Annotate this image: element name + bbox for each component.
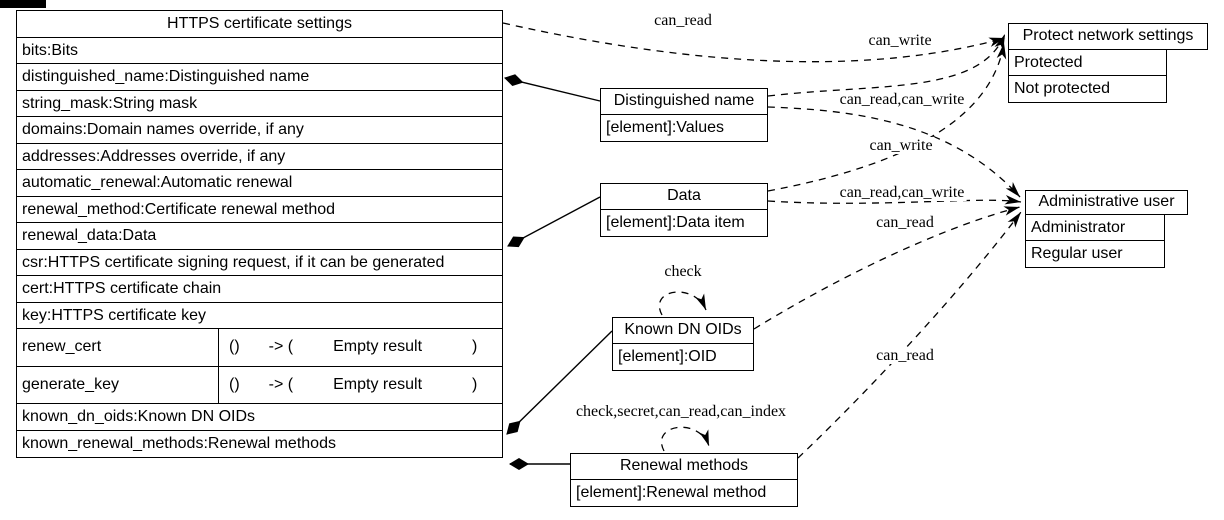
node-renewal-methods: Renewal methods [element]:Renewal method xyxy=(570,453,798,507)
method-signature: () -> ( Empty result) xyxy=(219,367,502,404)
node-title: Protect network settings xyxy=(1008,23,1208,50)
method-close-paren: ) xyxy=(472,338,478,355)
node-data: Data [element]:Data item xyxy=(600,183,768,237)
attribute-row-csr: csr:HTTPS certificate signing request, i… xyxy=(16,248,503,277)
node-administrative-user: Administrative user Administrator Regula… xyxy=(1025,190,1188,268)
node-row: [element]:OID xyxy=(612,342,754,371)
method-result: Empty result xyxy=(333,338,423,355)
edge-label-can-read-can-write-data: can_read,can_write xyxy=(837,184,967,201)
method-row-generate-key: generate_key () -> ( Empty result) xyxy=(16,365,503,405)
edge-label-can-read-settings: can_read xyxy=(652,12,714,29)
method-params: () xyxy=(229,375,240,393)
node-title: Renewal methods xyxy=(570,453,798,480)
attribute-row-renewal-method: renewal_method:Certificate renewal metho… xyxy=(16,195,503,224)
node-row-administrator: Administrator xyxy=(1025,213,1165,242)
method-params: () xyxy=(229,338,240,355)
node-row-regular-user: Regular user xyxy=(1025,240,1165,268)
edge-label-can-read-renewal-methods: can_read xyxy=(874,347,936,364)
method-signature: () -> ( Empty result) xyxy=(219,329,502,366)
edge-label-can-read-can-write-dn: can_read,can_write xyxy=(837,91,967,108)
edge-renewal-methods-to-admin xyxy=(797,211,1022,459)
method-arrow: -> ( xyxy=(268,375,294,393)
node-row: [element]:Renewal method xyxy=(570,478,798,507)
node-known-dn-oids: Known DN OIDs [element]:OID xyxy=(612,317,754,371)
node-title: Data xyxy=(600,183,768,210)
method-close-paren: ) xyxy=(472,375,478,393)
method-name: generate_key xyxy=(17,366,219,404)
node-title: Known DN OIDs xyxy=(612,317,754,344)
method-result: Empty result xyxy=(333,375,423,393)
edge-label-check-secret-can-read-can-index: check,secret,can_read,can_index xyxy=(573,403,789,420)
method-arrow: -> ( xyxy=(268,338,294,355)
node-row-protected: Protected xyxy=(1008,48,1167,77)
link-renewal-data xyxy=(507,196,601,248)
attribute-row-domains: domains:Domain names override, if any xyxy=(16,116,503,144)
class-box-https-certificate-settings: HTTPS certificate settings bits:Bits dis… xyxy=(16,10,503,458)
attribute-row-cert: cert:HTTPS certificate chain xyxy=(16,275,503,303)
top-left-black-bar xyxy=(0,0,46,8)
attribute-row-string-mask: string_mask:String mask xyxy=(16,89,503,118)
edge-known-dn-oids-self-loop xyxy=(658,291,707,316)
edge-label-can-write-dn: can_write xyxy=(866,32,934,49)
edge-label-check: check xyxy=(662,263,704,280)
node-title: Administrative user xyxy=(1025,190,1188,215)
method-row-renew-cert: renew_cert () -> ( Empty result) xyxy=(16,328,503,367)
node-row: [element]:Values xyxy=(600,113,768,142)
edge-renewal-methods-self-loop xyxy=(661,426,710,452)
node-protect-network-settings: Protect network settings Protected Not p… xyxy=(1008,23,1208,103)
attribute-row-known-dn-oids: known_dn_oids:Known DN OIDs xyxy=(16,403,503,431)
attribute-row-automatic-renewal: automatic_renewal:Automatic renewal xyxy=(16,169,503,197)
node-row-not-protected: Not protected xyxy=(1008,75,1167,103)
attribute-row-addresses: addresses:Addresses override, if any xyxy=(16,142,503,171)
link-distinguished-name xyxy=(504,74,601,102)
node-row: [element]:Data item xyxy=(600,208,768,237)
class-title: HTTPS certificate settings xyxy=(16,10,503,38)
node-title: Distinguished name xyxy=(600,88,768,115)
node-distinguished-name: Distinguished name [element]:Values xyxy=(600,88,768,142)
attribute-row-key: key:HTTPS certificate key xyxy=(16,301,503,330)
attribute-row-known-renewal-methods: known_renewal_methods:Renewal methods xyxy=(16,429,503,458)
attribute-row-bits: bits:Bits xyxy=(16,36,503,65)
method-name: renew_cert xyxy=(17,329,219,366)
attribute-row-renewal-data: renewal_data:Data xyxy=(16,222,503,250)
attribute-row-distinguished-name: distinguished_name:Distinguished name xyxy=(16,63,503,91)
edge-label-can-read-known-dn-oids: can_read xyxy=(874,214,936,231)
edge-label-can-write-data: can_write xyxy=(867,137,935,154)
edge-data-to-protect xyxy=(767,42,1007,192)
